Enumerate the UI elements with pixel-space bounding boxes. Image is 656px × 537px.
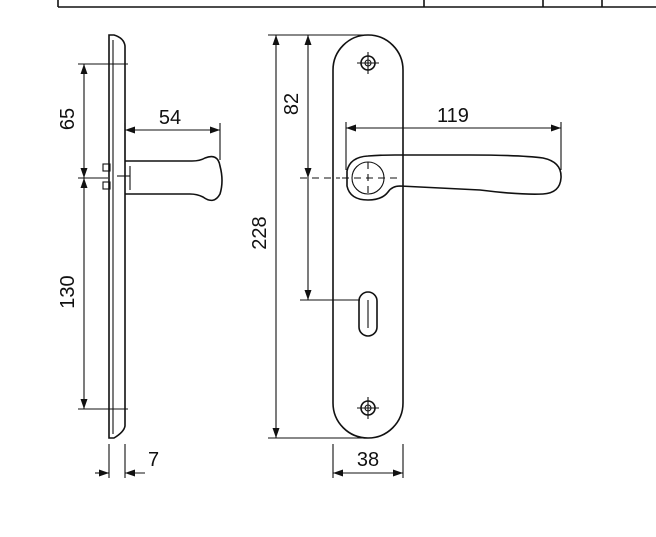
- front-view: 228 82 119 38: [249, 34, 562, 478]
- dimension-7-label: 7: [148, 449, 159, 471]
- plate-side-profile: [108, 34, 126, 439]
- dimension-119-label: 119: [437, 105, 469, 127]
- spindle-mark-upper: [102, 163, 111, 172]
- dimension-65-label: 65: [57, 108, 79, 130]
- dimension-130-label: 130: [57, 275, 79, 308]
- dimension-38-label: 38: [357, 449, 379, 471]
- top-screw: [357, 52, 379, 74]
- dimension-82-label: 82: [281, 93, 303, 115]
- dimension-54-label: 54: [159, 107, 181, 129]
- spindle-mark-lower: [102, 181, 111, 190]
- lever-side-profile: [125, 155, 223, 202]
- bottom-screw: [357, 397, 379, 419]
- dimension-228-label: 228: [249, 216, 271, 249]
- back-plate-front: [332, 34, 404, 439]
- keyhole-slot: [358, 291, 378, 337]
- lever-handle-front: [346, 154, 562, 201]
- title-block-strip: [57, 0, 656, 8]
- side-view: 65 54 130 7: [57, 34, 223, 478]
